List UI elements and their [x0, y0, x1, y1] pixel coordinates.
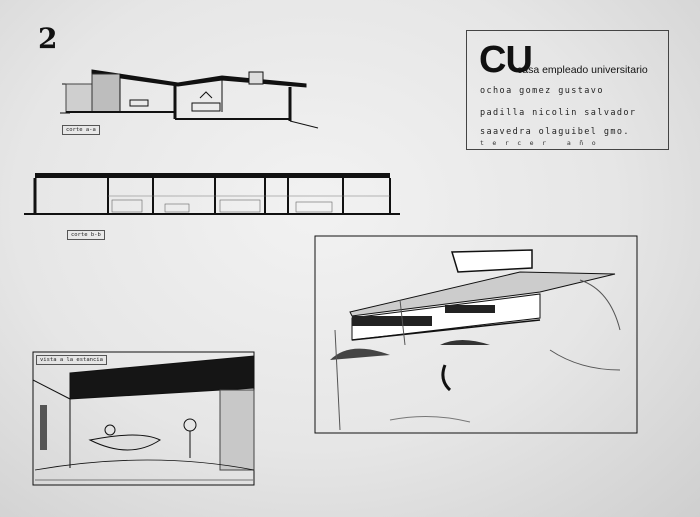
title-initials: CU — [479, 39, 533, 81]
year-note: tercer año — [480, 139, 605, 147]
author-2: padilla nicolin salvador — [480, 108, 637, 118]
project-name: casa empleado universitario — [517, 64, 648, 76]
author-1: ochoa gomez gustavo — [480, 86, 604, 96]
interior-view-label: vista a la estancia — [36, 355, 107, 365]
section-b-label: corte b-b — [67, 230, 105, 240]
section-b-drawing — [24, 173, 400, 215]
title-block: CU casa empleado universitario ochoa gom… — [466, 30, 669, 150]
section-a-drawing — [60, 69, 319, 129]
author-3: saavedra olaguibel gmo. — [480, 127, 630, 137]
interior-view-drawing — [32, 351, 255, 486]
perspective-view-drawing — [314, 235, 638, 434]
section-a-label: corte a-a — [62, 125, 100, 135]
sheet-number: 2 — [38, 22, 58, 55]
